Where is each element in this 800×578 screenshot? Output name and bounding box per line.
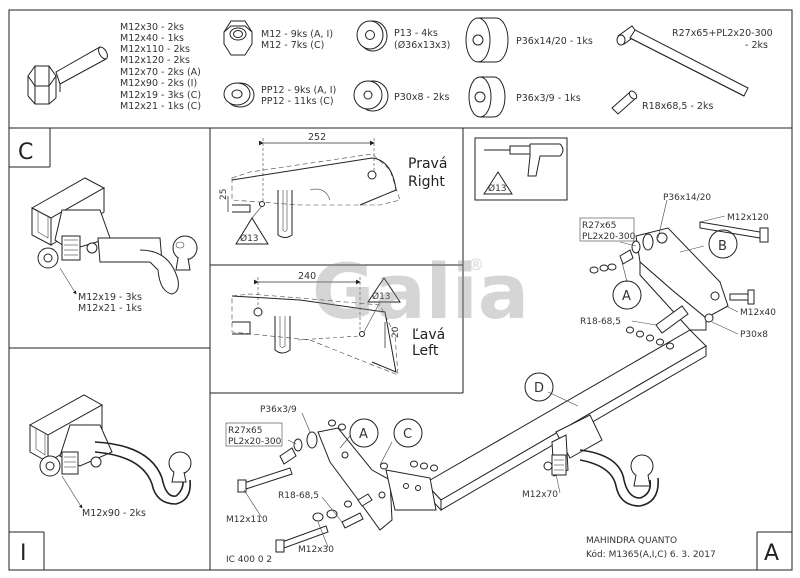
label-pl2x20-300-left: PL2x20-300 (228, 437, 282, 447)
svg-text:M12x70 - 2ks (A): M12x70 - 2ks (A) (120, 67, 201, 78)
right-side-cz: Pravá (408, 156, 447, 172)
tube-label: R18x68,5 - 2ks (642, 101, 713, 112)
nut-line-2: M12 - 7ks (C) (261, 40, 324, 51)
left-side-en: Left (412, 343, 439, 359)
ic-code: IC 400 0 2 (226, 555, 272, 565)
left-side-cz: Ľavá (412, 327, 445, 343)
p36-20-label: P36x14/20 - 1ks (516, 36, 593, 47)
label-r18-left: R18-68,5 (278, 491, 319, 501)
svg-text:M12x110 - 2ks: M12x110 - 2ks (120, 44, 190, 55)
nut-drawing (223, 20, 253, 56)
tube-drawing (611, 90, 638, 115)
washer-line-2: PP12 - 11ks (C) (261, 96, 334, 107)
i-bolt-callout: M12x90 - 2ks (82, 508, 146, 519)
svg-text:M12x90 - 2ks (I): M12x90 - 2ks (I) (120, 78, 197, 89)
sheet-frame (8, 9, 793, 571)
label-m12x120: M12x120 (727, 213, 769, 223)
circle-a-right-label: A (622, 289, 631, 304)
circle-b-label: B (718, 239, 727, 254)
svg-text:M12x21 - 1ks (C): M12x21 - 1ks (C) (120, 101, 201, 112)
c-bolt-callout-2: M12x21 - 1ks (78, 303, 142, 314)
main-assembly (225, 199, 769, 553)
label-pl2x20-300: PL2x20-300 (582, 232, 636, 242)
label-r27x65-left: R27x65 (228, 426, 262, 436)
panel-letter-i: I (20, 541, 27, 566)
label-m12x110: M12x110 (226, 515, 268, 525)
p30-label: P30x8 - 2ks (394, 92, 449, 103)
label-m12x30: M12x30 (298, 545, 334, 555)
p13-washer-drawing (356, 20, 388, 52)
panel-letter-c: C (18, 140, 33, 165)
vehicle-name: MAHINDRA QUANTO (586, 536, 677, 546)
towbar-i-drawing (28, 394, 192, 509)
washer-drawing (223, 82, 255, 108)
drill-hole-label: Ø13 (488, 183, 507, 194)
p13-line-2: (Ø36x13x3) (394, 40, 450, 51)
left-vertical-dim: 20 (391, 326, 401, 338)
bolt-list: M12x30 - 2ks M12x40 - 1ks M12x110 - 2ks … (120, 22, 201, 112)
left-bracket-detail: 240 Ø13 20 (231, 271, 401, 376)
left-hole-label: Ø13 (372, 291, 391, 302)
svg-text:M12x40 - 1ks: M12x40 - 1ks (120, 33, 184, 44)
nut-line-1: M12 - 9ks (A, I) (261, 29, 333, 40)
svg-text:M12x19 - 3ks (C): M12x19 - 3ks (C) (120, 90, 201, 101)
towbar-c-drawing (30, 177, 198, 295)
right-dim-252: 252 (308, 132, 326, 143)
p30-spacer-drawing (353, 80, 389, 112)
right-vertical-dim: 25 (219, 189, 229, 200)
bar-line-1: R27x65+PL2x20-300 (672, 28, 773, 39)
p13-line-1: P13 - 4ks (394, 28, 438, 39)
drill-detail: Ø13 (474, 137, 568, 201)
watermark-text: Galia (312, 247, 529, 336)
label-r18-right: R18-68,5 (580, 317, 621, 327)
washer-line-1: PP12 - 9ks (A, I) (261, 85, 336, 96)
label-m12x70: M12x70 (522, 490, 558, 500)
circle-a-left-label: A (359, 427, 368, 442)
label-m12x40: M12x40 (740, 308, 776, 318)
galia-watermark: Galia ® (312, 247, 529, 336)
watermark-mark: ® (468, 255, 484, 274)
bar-line-2: - 2ks (745, 40, 768, 51)
right-side-en: Right (408, 174, 445, 190)
circle-d-label: D (534, 381, 544, 396)
part-code: Kód: M1365(A,I,C) 6. 3. 2017 (586, 549, 716, 560)
label-p36x3-9: P36x3/9 (260, 405, 297, 415)
label-p30x8: P30x8 (740, 330, 768, 340)
right-hole-label: Ø13 (240, 233, 259, 244)
left-dim-240: 240 (298, 271, 316, 282)
label-r27x65: R27x65 (582, 221, 616, 231)
svg-text:M12x30 - 2ks: M12x30 - 2ks (120, 22, 184, 33)
right-bracket-detail: 252 25 Ø13 (219, 132, 401, 245)
p36-9-spacer-drawing (468, 76, 506, 118)
label-p36x14-20: P36x14/20 (663, 193, 711, 203)
p36-20-spacer-drawing (465, 17, 509, 63)
svg-text:M12x120 - 2ks: M12x120 - 2ks (120, 55, 190, 66)
spacer-bar-drawing (616, 25, 749, 97)
c-bolt-callout-1: M12x19 - 3ks (78, 292, 142, 303)
circle-c-label: C (403, 427, 412, 442)
p36-9-label: P36x3/9 - 1ks (516, 93, 581, 104)
panel-letter-a: A (764, 541, 779, 566)
bolt-drawing (27, 46, 108, 105)
